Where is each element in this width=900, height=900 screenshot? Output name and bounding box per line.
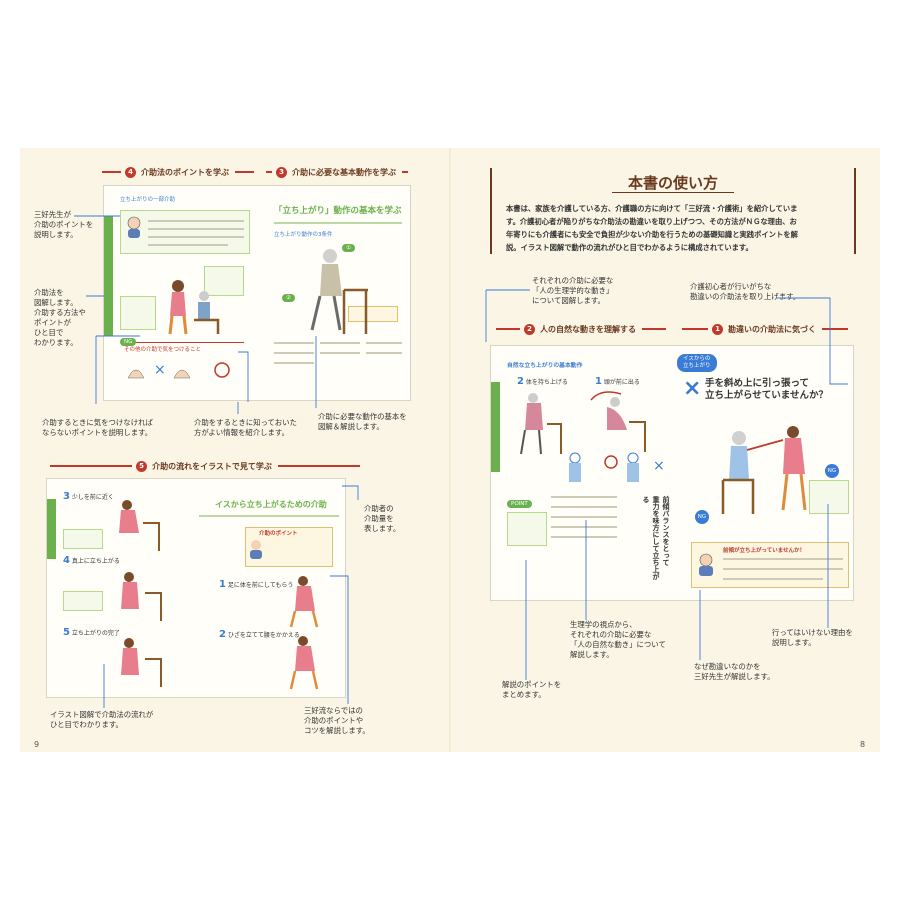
assist-illustration	[168, 280, 220, 335]
step-3: 3 少しを前に近く	[63, 491, 114, 502]
bottom-step-2: 2 ひざを立てて腰をかかえる	[219, 629, 300, 640]
ng-circle-badge-2: NG	[695, 510, 709, 524]
callout-miyoshi: 三好流ならではの介助のポイントやコツを解説します。	[304, 706, 370, 735]
book-spine	[449, 148, 451, 752]
header-section-5: 5 介助の流れをイラストで見て学ぶ	[46, 459, 364, 473]
page-title: 本書の使い方	[627, 174, 718, 192]
header-number: 5	[136, 460, 148, 472]
small-tip-box-1	[204, 266, 244, 296]
title-underline	[612, 192, 734, 193]
mini-page-title: 「立ち上がり」動作の基本を学ぶ	[274, 206, 402, 216]
bottom-main-title: イスから立ち上がるための介助	[215, 500, 327, 509]
caption-box	[348, 306, 398, 322]
point-sensei-icon	[250, 540, 262, 559]
header-section-1: 1 勘違いの介助法に気づく	[678, 322, 852, 336]
header-section-2: 2 人の自然な動きを理解する	[492, 322, 670, 336]
header-label: 人の自然な動きを理解する	[540, 324, 636, 334]
intro-text: 本書は、家族を介護している方、介護職の方に向けて「三好流・介護術」を紹介していま…	[506, 204, 798, 252]
callout-riyu: 行ってはいけない理由を説明します。	[772, 628, 853, 647]
scenario-badge: イスからの立ち上がり	[677, 354, 717, 372]
step-5: 5 立ち上がりの完了	[63, 627, 120, 638]
callout-shizen: それぞれの介助に必要な「人の生理学的な動き」について図解します。	[532, 276, 614, 305]
tip-box-2	[63, 591, 103, 611]
sample-spread-top: 立ち上がりの一部介助 その他の介助で気をつけること NG × 「立ち上がり」動作…	[103, 185, 411, 401]
ng-banner: その他の介助で気をつけること	[124, 342, 244, 353]
bottom-step-1: 1 足に体を前にしてもらう	[219, 579, 294, 590]
natural-motion-illustrations: ×	[520, 391, 665, 482]
callout-illust: イラスト図解で介助法の流れがひと目でわかります。	[50, 710, 154, 729]
callout-shitte: 介助をするときに知っておいた方がよい情報を紹介します。	[194, 418, 297, 437]
label-pill-2: ②	[282, 294, 295, 302]
header-label: 勘違いの介助法に気づく	[728, 324, 816, 334]
header-section-3: 3 介助に必要な基本動作を学ぶ	[262, 165, 412, 179]
callout-seiri: 生理学の視点から、それぞれの介助に必要な「人の自然な動き」について解説します。	[570, 620, 666, 659]
point-pill: POINT	[507, 500, 532, 508]
sample-spread-bottom: 3 少しを前に近く 4 真上に立ち上がる 5 立ち上がりの完了 イスから立ち上が…	[46, 478, 346, 698]
callout-kanchigai: 介護初心者が行いがちな勘違いの介助法を取り上げます。	[690, 282, 801, 301]
step-4: 4 真上に立ち上がる	[63, 555, 120, 566]
ng-headline: 手を斜め上に引っ張って立ち上がらせていませんか？	[705, 378, 829, 401]
callout-kaijoryo: 介助者の介助量を表します。	[364, 504, 401, 533]
callout-kihon: 介助に必要な動作の基本を図解＆解説します。	[318, 412, 407, 431]
header-number: 4	[125, 166, 136, 178]
small-tip-box-2	[120, 296, 156, 330]
bottom-right-illustrations	[289, 576, 319, 690]
sample-spread-right: 自然な立ち上がりの基本動作 2 体を持ち上げる 1 頭が前に出る × POINT…	[490, 345, 854, 601]
title-frame	[490, 168, 856, 254]
left-point-box	[507, 512, 547, 546]
chapter-tab	[491, 382, 500, 472]
page-number-left: 9	[34, 740, 40, 749]
header-label: 介助の流れをイラストで見て学ぶ	[152, 461, 272, 471]
header-number: 1	[712, 323, 723, 335]
header-label: 介助法のポイントを学ぶ	[141, 167, 229, 177]
small-title: 立ち上がりの一部介助	[120, 197, 176, 203]
ng-pill: NG	[120, 338, 137, 346]
foot-illustrations: ×	[127, 362, 230, 379]
callout-kaisetsu: 解説のポイントをまとめます。	[502, 680, 562, 699]
page-number-right: 8	[860, 740, 866, 749]
elderly-sitting-illustration	[310, 249, 368, 334]
chapter-tab	[104, 216, 113, 336]
point-label: 介助のポイント	[259, 531, 298, 537]
vertical-caption: 前傾バランスをとって 重力を味方にして立ち上がる	[642, 496, 670, 580]
svg-text:×: ×	[653, 458, 665, 474]
step-1-label: 1 頭が前に出る	[595, 376, 640, 387]
callout-kaijo: 介助法を図解します。介助する方法やポイントがひと目でわかります。	[34, 288, 86, 347]
sensei-note-title: 前傾が立ち上がっていませんか！	[723, 548, 806, 554]
chapter-tab	[47, 499, 56, 559]
sensei-note-box	[691, 542, 849, 588]
step-illustrations	[119, 500, 162, 687]
ng-pull-illustration	[721, 426, 807, 514]
header-number: 2	[524, 323, 535, 335]
sensei-icon	[127, 216, 141, 238]
left-mini-title: 自然な立ち上がりの基本動作	[507, 363, 583, 369]
callout-sensei: 三好先生が介助のポイントを説明します。	[34, 210, 94, 239]
point-box	[120, 210, 250, 254]
header-section-4: 4 介助法のポイントを学ぶ	[98, 165, 258, 179]
label-pill-1: ①	[342, 244, 355, 252]
point-box	[245, 527, 333, 567]
sensei-icon-right	[699, 553, 713, 576]
ng-reason-box	[809, 480, 849, 514]
step-2-label: 2 体を持ち上げる	[517, 376, 568, 387]
tip-box-1	[63, 529, 103, 549]
ng-x-mark: ×	[683, 376, 702, 401]
section-label: 立ち上がり動作の3条件	[274, 232, 333, 238]
svg-text:×: ×	[154, 362, 166, 378]
callout-kiwotsuke: 介助するときに気をつけなければならないポイントを説明します。	[42, 418, 153, 437]
ng-circle-badge: NG	[825, 464, 839, 478]
header-number: 3	[276, 166, 287, 178]
header-label: 介助に必要な基本動作を学ぶ	[292, 167, 396, 177]
callout-naze: なぜ勘違いなのかを三好先生が解説します。	[694, 662, 775, 681]
